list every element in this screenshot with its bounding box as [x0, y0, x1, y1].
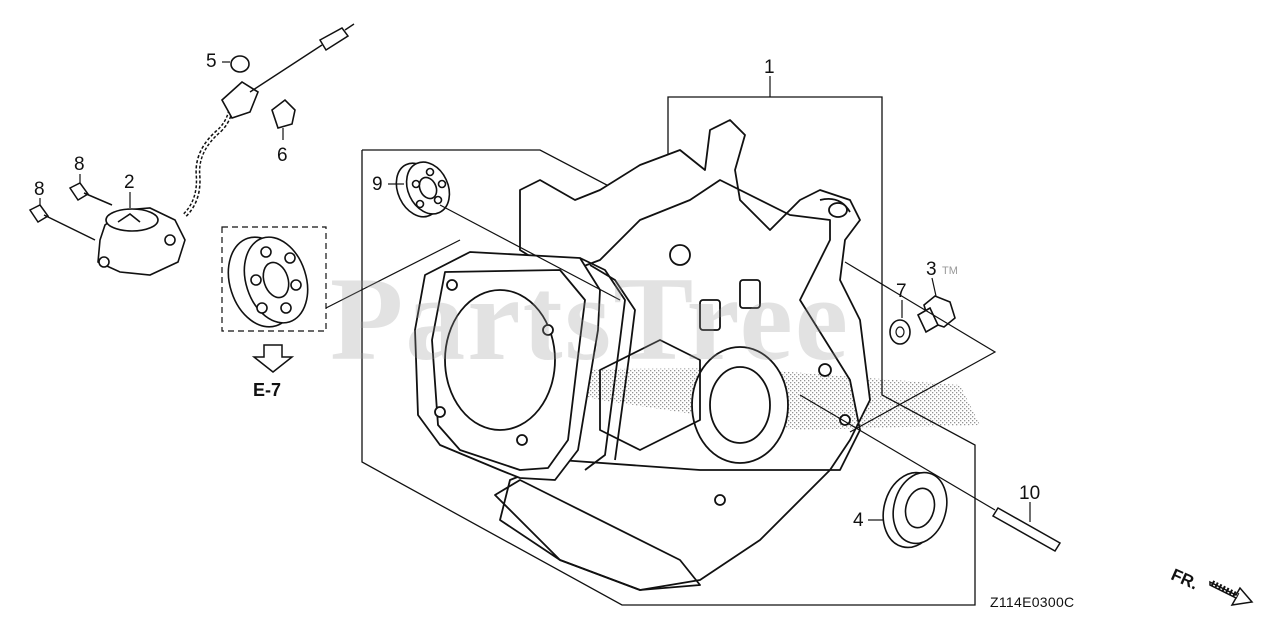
sensor-wire	[183, 97, 235, 217]
wire-connector	[220, 81, 259, 119]
arrow-down-icon	[251, 344, 295, 373]
ball-bearing-reference	[227, 236, 309, 328]
diagram-code: Z114E0300C	[990, 594, 1075, 610]
stud-bolt-10	[991, 506, 1062, 553]
reference-frame	[221, 226, 327, 332]
callout-5[interactable]: 5	[206, 51, 217, 72]
callout-9[interactable]: 9	[372, 174, 383, 195]
wire-terminal	[318, 27, 350, 52]
wire-tip	[344, 23, 355, 31]
callout-8-upper[interactable]: 8	[74, 154, 85, 175]
oil-level-switch-2	[97, 207, 186, 276]
callout-6[interactable]: 6	[277, 145, 288, 166]
callout-10[interactable]: 10	[1019, 483, 1041, 504]
leader-bearing	[325, 239, 461, 309]
callout-8-lower[interactable]: 8	[34, 179, 45, 200]
leader-plug-group	[844, 261, 997, 433]
bolt-8b	[68, 182, 113, 206]
callout-4[interactable]: 4	[853, 510, 864, 531]
callout-7[interactable]: 7	[896, 281, 907, 302]
washer-7-hole	[895, 326, 905, 338]
leader-3	[931, 277, 937, 297]
front-arrow-hatch	[1210, 580, 1240, 599]
oil-seal-4	[882, 471, 948, 549]
grommet-5	[230, 55, 250, 73]
bolt-8a	[28, 204, 96, 241]
callout-3[interactable]: 3	[926, 259, 937, 280]
callout-2[interactable]: 2	[124, 172, 135, 193]
ball-bearing-9	[395, 161, 451, 218]
watermark: PartsTree	[330, 252, 850, 385]
leader-10b	[799, 394, 996, 511]
sensor-wire-inner	[184, 97, 233, 216]
drain-plug-3	[916, 295, 956, 334]
callout-1[interactable]: 1	[764, 57, 775, 78]
wire-lead	[249, 44, 323, 93]
reference-e7[interactable]: E-7	[253, 380, 282, 400]
cylinder-block	[414, 119, 871, 591]
leader-9b	[439, 204, 621, 301]
watermark-trademark: TM	[942, 265, 958, 277]
wire-clip-6	[271, 98, 296, 129]
